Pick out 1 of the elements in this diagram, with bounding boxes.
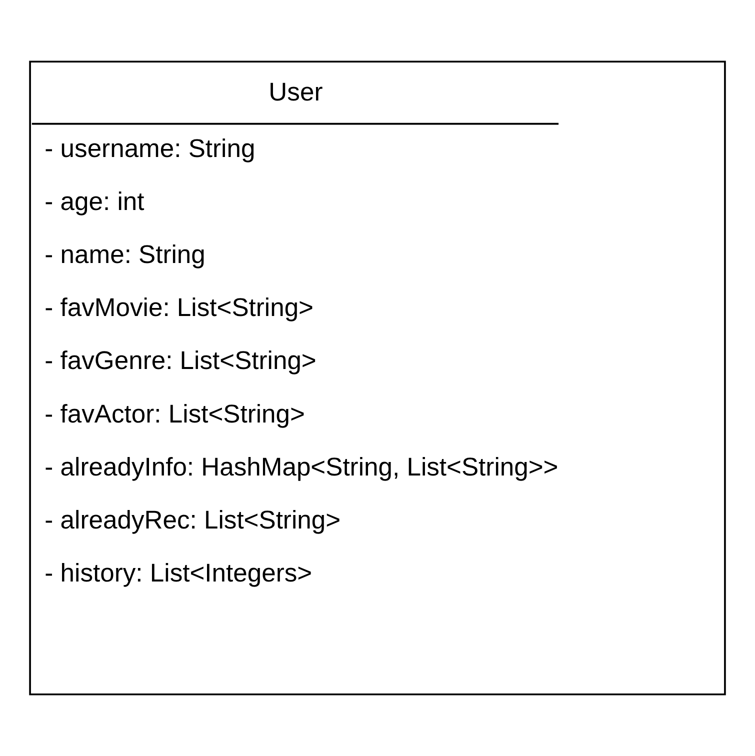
node-box: User - username: String - age: int - name: String - favMovie: List<String> - favGenre: List<String> - favActor: List<String> - alreadyInfo: HashMap<String, List<String>> - alreadyRec: List<String> - history: List<Integers> — [29, 60, 726, 696]
